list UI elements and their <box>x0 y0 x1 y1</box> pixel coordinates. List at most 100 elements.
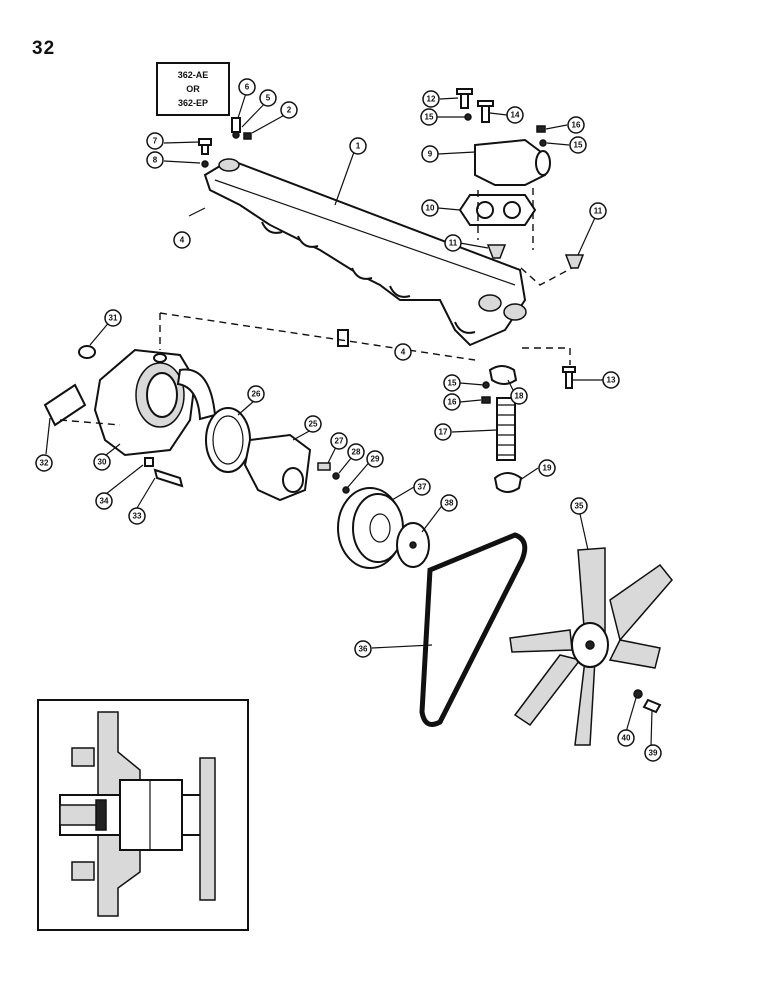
callout-40: 40 <box>617 729 635 747</box>
fan <box>509 547 673 746</box>
thermostat-housing <box>456 88 551 186</box>
svg-text:4: 4 <box>180 236 185 245</box>
callout-17: 17 <box>434 423 452 441</box>
svg-text:38: 38 <box>445 499 454 508</box>
callout-11: 11 <box>589 202 607 220</box>
leader-line <box>522 347 571 365</box>
callout-1: 1 <box>349 137 367 155</box>
callout-11: 11 <box>444 234 462 252</box>
svg-text:31: 31 <box>109 314 118 323</box>
callout-29: 29 <box>366 450 384 468</box>
callout-2: 2 <box>280 101 298 119</box>
water-pump-body <box>93 348 217 457</box>
model-variant-line-3: 362-EP <box>177 98 209 108</box>
svg-text:40: 40 <box>622 734 631 743</box>
callout-9: 9 <box>421 145 439 163</box>
callout-25: 25 <box>304 415 322 433</box>
callout-15: 15 <box>420 108 438 126</box>
svg-text:35: 35 <box>575 502 584 511</box>
model-variant-box: 362-AE OR 362-EP <box>156 62 230 116</box>
svg-text:6: 6 <box>245 83 250 92</box>
leader-line <box>59 419 121 426</box>
svg-text:16: 16 <box>448 398 457 407</box>
callout-28: 28 <box>347 443 365 461</box>
svg-text:12: 12 <box>427 95 436 104</box>
svg-text:17: 17 <box>439 428 448 437</box>
pipe-plug <box>78 345 96 359</box>
temperature-sender-fittings <box>198 117 252 168</box>
svg-text:37: 37 <box>418 483 427 492</box>
water-manifold <box>203 158 527 347</box>
callout-36: 36 <box>354 640 372 658</box>
callout-16: 16 <box>567 116 585 134</box>
svg-text:33: 33 <box>133 512 142 521</box>
svg-text:27: 27 <box>335 437 344 446</box>
page-number: 32 <box>32 38 56 59</box>
callout-6: 6 <box>238 78 256 96</box>
svg-text:7: 7 <box>153 137 158 146</box>
svg-text:19: 19 <box>543 464 552 473</box>
svg-text:18: 18 <box>515 392 524 401</box>
callout-19: 19 <box>538 459 556 477</box>
svg-text:5: 5 <box>266 94 271 103</box>
callout-33: 33 <box>128 507 146 525</box>
callout-4: 4 <box>173 231 191 249</box>
svg-text:4: 4 <box>401 348 406 357</box>
callout-5: 5 <box>259 89 277 107</box>
callout-35: 35 <box>570 497 588 515</box>
svg-text:15: 15 <box>574 141 583 150</box>
callout-7: 7 <box>146 132 164 150</box>
callout-16: 16 <box>443 393 461 411</box>
water-pump-cutaway-inset <box>37 699 249 931</box>
pump-bolts <box>144 457 350 494</box>
fan-pulley <box>337 487 404 569</box>
svg-text:26: 26 <box>252 390 261 399</box>
svg-text:16: 16 <box>572 121 581 130</box>
svg-text:29: 29 <box>371 455 380 464</box>
leader-line <box>520 267 573 286</box>
svg-text:2: 2 <box>287 106 292 115</box>
leader-line <box>159 312 476 361</box>
callout-8: 8 <box>146 151 164 169</box>
svg-text:14: 14 <box>511 111 520 120</box>
svg-text:11: 11 <box>449 239 458 248</box>
callout-30: 30 <box>93 453 111 471</box>
model-variant-line-1: 362-AE <box>177 70 209 80</box>
callout-27: 27 <box>330 432 348 450</box>
bypass-hose <box>481 365 576 493</box>
callout-32: 32 <box>35 454 53 472</box>
model-variant-line-2: OR <box>186 84 200 94</box>
callout-12: 12 <box>422 90 440 108</box>
callout-14: 14 <box>506 106 524 124</box>
pulley-hub <box>396 522 430 568</box>
callout-10: 10 <box>421 199 439 217</box>
callout-15: 15 <box>569 136 587 154</box>
svg-text:25: 25 <box>309 420 318 429</box>
callout-15: 15 <box>443 374 461 392</box>
callout-37: 37 <box>413 478 431 496</box>
svg-text:1: 1 <box>356 142 361 151</box>
callout-26: 26 <box>247 385 265 403</box>
svg-text:10: 10 <box>426 204 435 213</box>
callout-38: 38 <box>440 494 458 512</box>
thermostat-housing-gasket <box>458 194 537 226</box>
svg-text:30: 30 <box>98 458 107 467</box>
svg-text:28: 28 <box>352 448 361 457</box>
svg-text:36: 36 <box>359 645 368 654</box>
svg-text:11: 11 <box>594 207 603 216</box>
water-pump <box>243 433 312 502</box>
fan-belt <box>419 532 528 727</box>
callout-31: 31 <box>104 309 122 327</box>
svg-text:15: 15 <box>425 113 434 122</box>
water-pump-gasket <box>205 407 251 473</box>
pump-body-gasket <box>43 383 87 427</box>
callout-39: 39 <box>644 744 662 762</box>
callout-4: 4 <box>394 343 412 361</box>
svg-text:39: 39 <box>649 749 658 758</box>
callout-34: 34 <box>95 492 113 510</box>
svg-text:15: 15 <box>448 379 457 388</box>
svg-text:9: 9 <box>428 150 433 159</box>
callout-13: 13 <box>602 371 620 389</box>
svg-text:8: 8 <box>153 156 158 165</box>
